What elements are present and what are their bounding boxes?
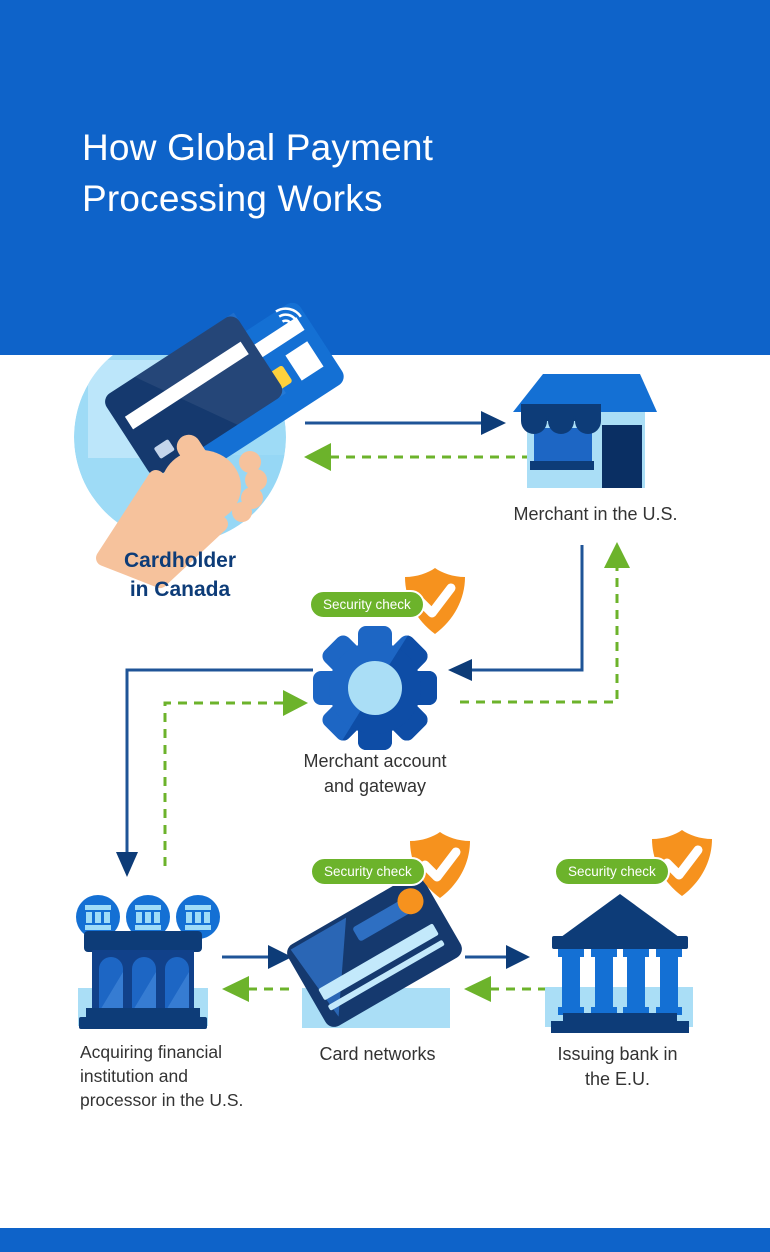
cardholder-label: Cardholder in Canada: [123, 549, 236, 601]
arrow-cardnetworks-to-acquirer: [222, 976, 290, 1002]
acquirer-label: Acquiring financial institution and proc…: [80, 1042, 244, 1110]
footer-bar: [0, 1228, 770, 1252]
contactless-icon: [275, 307, 302, 325]
arrow-gateway-to-merchant: [460, 542, 630, 704]
security-check-badge: Security check: [554, 857, 670, 886]
gateway-label: Merchant account and gateway: [303, 751, 447, 796]
arrow-issuer-to-cardnetworks: [464, 976, 552, 1002]
page-title: How Global Payment Processing Works: [82, 122, 433, 224]
arrow-gateway-to-acquirer: [116, 668, 313, 877]
arrow-merchant-to-cardholder: [304, 443, 530, 471]
cardholder-icon: [74, 302, 344, 588]
header-banner: How Global Payment Processing Works: [0, 0, 770, 355]
arrow-merchant-to-gateway: [448, 545, 584, 681]
security-check-badge: Security check: [310, 857, 426, 886]
storefront-icon: [513, 374, 657, 488]
awning: [521, 404, 601, 434]
gear-icon: [313, 626, 437, 750]
issuing-bank-icon: [545, 894, 693, 1033]
shield-check-icon: [410, 832, 470, 898]
credit-cards-icon: [105, 302, 344, 476]
title-line-2: Processing Works: [82, 178, 383, 219]
bank-circle-icons: [76, 895, 220, 939]
issuer-label: Issuing bank in the E.U.: [557, 1044, 678, 1089]
arrow-cardnetworks-to-issuer: [465, 945, 530, 969]
card-networks-icon: [287, 874, 462, 1028]
arrow-cardholder-to-merchant: [305, 411, 506, 435]
security-check-badge: Security check: [309, 590, 425, 619]
title-line-1: How Global Payment: [82, 127, 434, 168]
merchant-label: Merchant in the U.S.: [513, 504, 678, 524]
acquiring-bank-icon: [76, 895, 220, 1029]
hand: [96, 434, 267, 588]
arrow-acquirer-to-cardnetworks: [222, 945, 292, 969]
card-networks-label: Card networks: [319, 1044, 436, 1064]
arrow-acquirer-to-gateway: [163, 690, 308, 866]
